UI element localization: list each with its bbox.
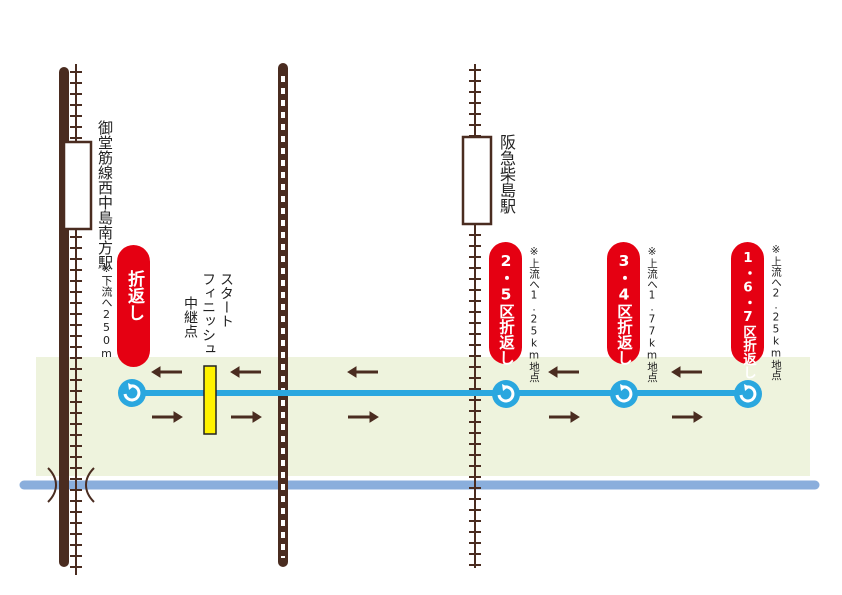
relay-point-label: 中継点 [182,296,198,338]
turn-label-2: 2・5区折返し [497,252,515,366]
turn-badge-2 [489,242,522,364]
arrow-right-icon [231,411,262,423]
arrow-right-icon [348,411,379,423]
east-station-box [461,135,493,226]
west-station-label: 御堂筋線西中島南方駅 [96,120,114,270]
turn-label-1: 折返し [124,270,144,321]
arrow-left-icon [230,366,261,378]
arrow-left-icon [347,366,378,378]
start-label: スタート [218,272,234,328]
turn-label-4: 1・6・7区折返し [740,250,756,379]
midosuji-railway [59,64,82,575]
arrow-left-icon [151,366,182,378]
note-downstream: ※下流へ250m [100,262,113,360]
arrow-right-icon [549,411,580,423]
note-upstream-1: ※上流へ1.25km地点 [528,246,540,383]
turn-label-3: 3・4区折返し [615,252,633,366]
turn-badge-3 [607,242,640,364]
note-upstream-2: ※上流へ1.77km地点 [646,246,658,383]
turnaround-icon [734,380,762,408]
bridge-marks [47,467,95,503]
turn-badge-4 [731,242,764,364]
turnaround-icon [610,380,638,408]
start-finish-marker [203,365,217,435]
arrow-left-icon [671,366,702,378]
arrow-left-icon [548,366,579,378]
arrow-right-icon [672,411,703,423]
turn-badge-1 [117,245,150,367]
west-station-box [62,140,93,231]
turnaround-icon [118,379,146,407]
finish-label: フィニッシュ [200,272,216,356]
arrow-right-icon [152,411,183,423]
east-station-label: 阪急柴島駅 [497,134,516,214]
note-upstream-3: ※上流へ2.25km地点 [770,244,782,381]
turnaround-icon [492,380,520,408]
